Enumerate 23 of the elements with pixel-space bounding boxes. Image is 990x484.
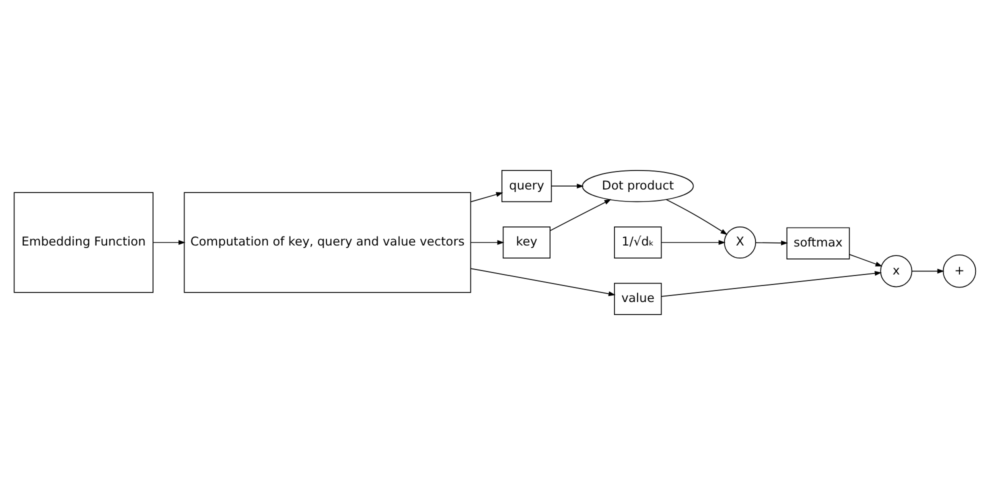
node-box: key: [502, 226, 550, 258]
node-box: Computation of key, query and value vectors: [184, 192, 472, 292]
arrow: [470, 192, 504, 202]
node-circle: x: [880, 254, 912, 287]
arrow: [152, 240, 186, 244]
node-box: 1/√dₖ: [614, 226, 662, 258]
arrow: [661, 270, 882, 296]
arrow: [661, 240, 726, 244]
arrow: [551, 183, 584, 188]
arrow: [666, 198, 728, 234]
arrow: [756, 240, 788, 245]
arrow: [470, 240, 504, 244]
node-box: query: [501, 170, 552, 202]
arrow: [470, 268, 616, 296]
arrow: [912, 268, 944, 274]
node-circle: X: [724, 226, 756, 258]
arrow: [848, 254, 882, 266]
node-ellipse: Dot product: [582, 170, 694, 202]
node-box: value: [614, 282, 662, 314]
node-circle: +: [942, 254, 976, 288]
node-box: Embedding Function: [14, 192, 154, 292]
arrow: [550, 198, 612, 231]
node-box: softmax: [786, 226, 850, 259]
